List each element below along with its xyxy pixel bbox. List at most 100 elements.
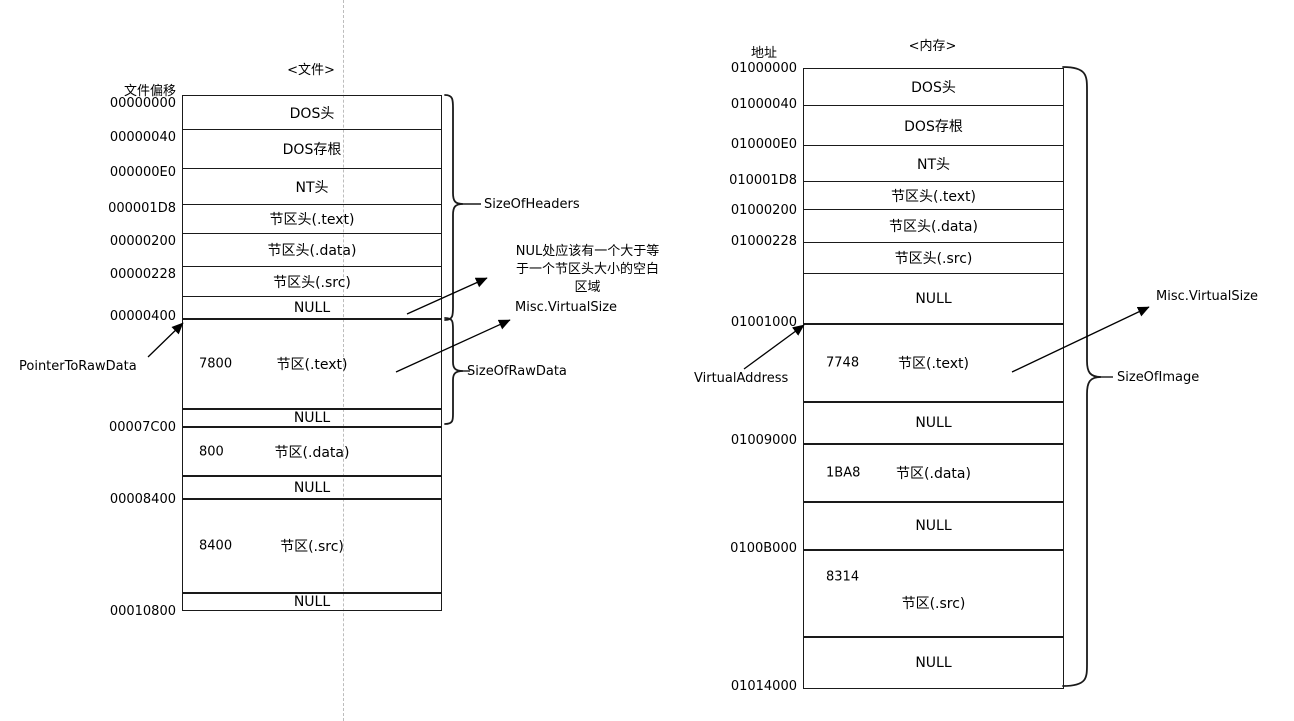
row-null: NULL bbox=[804, 501, 1063, 549]
row-label: 节区头(.text) bbox=[890, 188, 976, 205]
memory-address-6: 01001000 bbox=[730, 315, 797, 330]
row-section-text: 7748 节区(.text) bbox=[804, 323, 1063, 401]
row-dos-stub: DOS存根 bbox=[804, 105, 1063, 145]
section-raw-size: 800 bbox=[199, 444, 224, 459]
file-address-5: 00000228 bbox=[109, 267, 176, 282]
memory-address-axis-label: 地址 bbox=[750, 46, 777, 61]
row-label: 节区头(.src) bbox=[894, 251, 973, 267]
file-address-6: 00000400 bbox=[109, 309, 176, 324]
nul-note-line-1: NUL处应该有一个大于等 bbox=[515, 244, 660, 259]
memory-address-5: 01000228 bbox=[730, 234, 797, 249]
row-label: 节区头(.src) bbox=[273, 274, 351, 291]
file-offset-axis-label: 文件偏移 bbox=[123, 84, 176, 99]
row-section-src: 8400 节区(.src) bbox=[183, 498, 441, 592]
row-dos-header: DOS头 bbox=[183, 96, 441, 129]
size-of-image-brace bbox=[1062, 66, 1113, 687]
row-label: 节区头(.data) bbox=[267, 243, 357, 259]
row-label: 节区(.data) bbox=[896, 466, 971, 482]
row-nt-header: NT头 bbox=[183, 168, 441, 204]
row-null: NULL bbox=[183, 296, 441, 318]
row-section-src: 8314 节区(.src) bbox=[804, 549, 1063, 636]
row-label: 节区(.src) bbox=[901, 595, 966, 612]
file-address-3: 000001D8 bbox=[108, 201, 176, 216]
dashed-guide-line bbox=[343, 0, 344, 721]
row-label: NULL bbox=[293, 299, 331, 316]
row-null: NULL bbox=[804, 401, 1063, 443]
memory-diagram-title: <内存> bbox=[908, 39, 957, 54]
row-dos-header: DOS头 bbox=[804, 69, 1063, 105]
memory-address-4: 01000200 bbox=[730, 203, 797, 218]
row-label: 节区(.text) bbox=[276, 357, 348, 373]
row-section-header-src: 节区头(.src) bbox=[804, 242, 1063, 273]
row-label: 节区(.text) bbox=[897, 356, 969, 372]
row-label: NULL bbox=[293, 594, 331, 610]
file-address-2: 000000E0 bbox=[109, 165, 176, 180]
misc-virtual-size-memory-label: Misc.VirtualSize bbox=[1156, 289, 1259, 304]
memory-address-9: 01014000 bbox=[730, 679, 797, 694]
memory-address-0: 01000000 bbox=[730, 61, 797, 76]
size-of-image-label: SizeOfImage bbox=[1117, 370, 1200, 385]
row-label: NULL bbox=[915, 415, 952, 431]
row-dos-stub: DOS存根 bbox=[183, 129, 441, 168]
memory-address-1: 01000040 bbox=[730, 97, 797, 112]
row-section-header-data: 节区头(.data) bbox=[804, 209, 1063, 242]
file-address-8: 00008400 bbox=[109, 492, 176, 507]
nul-note: NUL处应该有一个大于等 于一个节区头大小的空白 区域 bbox=[495, 243, 680, 297]
row-label: 节区(.src) bbox=[280, 539, 344, 555]
nul-note-line-2: 于一个节区头大小的空白 bbox=[515, 262, 659, 277]
virtual-address-label: VirtualAddress bbox=[694, 371, 789, 386]
row-null: NULL bbox=[183, 475, 441, 498]
memory-memory-box: DOS头 DOS存根 NT头 节区头(.text) 节区头(.data) 节区头… bbox=[803, 68, 1064, 689]
row-section-data: 800 节区(.data) bbox=[183, 426, 441, 475]
pointer-to-raw-data-label: PointerToRawData bbox=[19, 359, 137, 374]
row-label: DOS存根 bbox=[282, 142, 342, 158]
virtual-address-arrow bbox=[743, 324, 805, 370]
section-virtual-size: 8314 bbox=[826, 569, 860, 585]
nul-note-line-3: 区域 bbox=[574, 280, 601, 295]
row-null: NULL bbox=[183, 592, 441, 610]
file-memory-box: DOS头 DOS存根 NT头 节区头(.text) 节区头(.data) 节区头… bbox=[182, 95, 442, 611]
row-label: 节区(.data) bbox=[274, 444, 350, 461]
misc-virtual-size-file-label: Misc.VirtualSize bbox=[515, 300, 618, 315]
row-null: NULL bbox=[183, 408, 441, 426]
row-label: NULL bbox=[293, 479, 331, 496]
row-label: NT头 bbox=[916, 156, 951, 173]
row-nt-header: NT头 bbox=[804, 145, 1063, 181]
memory-address-3: 010001D8 bbox=[729, 173, 797, 188]
file-address-7: 00007C00 bbox=[109, 420, 176, 435]
section-raw-size: 7800 bbox=[199, 356, 233, 372]
size-of-headers-brace bbox=[444, 94, 481, 321]
row-label: NULL bbox=[915, 655, 952, 671]
row-null: NULL bbox=[804, 273, 1063, 323]
size-of-headers-label: SizeOfHeaders bbox=[484, 197, 580, 212]
row-label: DOS头 bbox=[911, 80, 956, 96]
file-address-9: 00010800 bbox=[109, 604, 176, 619]
file-diagram-title: <文件> bbox=[287, 63, 335, 78]
row-label: NT头 bbox=[295, 179, 329, 196]
row-null: NULL bbox=[804, 636, 1063, 688]
row-label: DOS存根 bbox=[904, 118, 963, 135]
section-virtual-size: 1BA8 bbox=[826, 465, 861, 481]
row-section-text: 7800 节区(.text) bbox=[183, 318, 441, 408]
row-label: 节区头(.text) bbox=[269, 212, 355, 228]
section-raw-size: 8400 bbox=[199, 538, 233, 554]
pointer-to-raw-data-arrow bbox=[147, 322, 184, 358]
row-label: NULL bbox=[915, 518, 952, 534]
row-section-header-data: 节区头(.data) bbox=[183, 233, 441, 266]
file-address-4: 00000200 bbox=[109, 234, 176, 249]
row-section-header-text: 节区头(.text) bbox=[804, 181, 1063, 209]
size-of-raw-data-label: SizeOfRawData bbox=[467, 364, 567, 379]
file-address-1: 00000040 bbox=[109, 130, 176, 145]
file-address-0: 00000000 bbox=[109, 96, 176, 111]
row-label: 节区头(.data) bbox=[889, 219, 978, 235]
row-label: DOS头 bbox=[289, 105, 335, 122]
row-label: NULL bbox=[915, 290, 952, 307]
row-section-data: 1BA8 节区(.data) bbox=[804, 443, 1063, 501]
memory-address-2: 010000E0 bbox=[730, 137, 797, 152]
row-section-header-text: 节区头(.text) bbox=[183, 204, 441, 233]
section-virtual-size: 7748 bbox=[826, 355, 860, 371]
memory-address-7: 01009000 bbox=[730, 433, 797, 448]
memory-address-8: 0100B000 bbox=[730, 541, 797, 556]
row-section-header-src: 节区头(.src) bbox=[183, 266, 441, 296]
